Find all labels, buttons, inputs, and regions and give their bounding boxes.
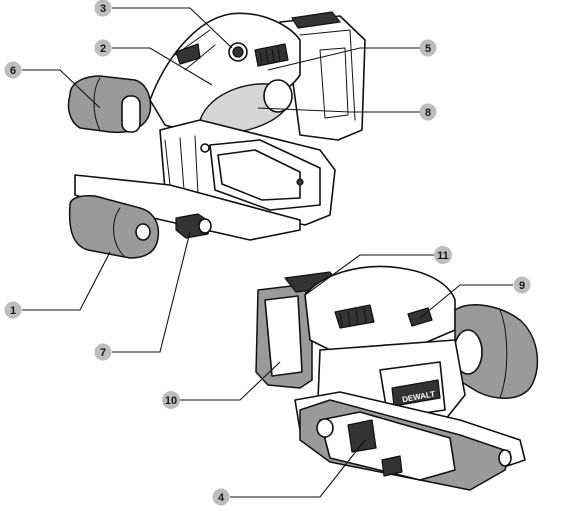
callout-badge-2	[94, 39, 112, 57]
callout-label-9: 9	[519, 280, 525, 292]
belt-sander-rear-view: DEWALT	[255, 265, 539, 491]
callout-badge-6	[4, 61, 22, 79]
callout-label-5: 5	[425, 43, 431, 55]
callout-badge-3	[94, 0, 112, 17]
callout-badge-10	[162, 391, 180, 409]
callout-4: 4	[212, 488, 230, 506]
callout-label-6: 6	[10, 65, 16, 77]
callout-7: 7	[94, 343, 112, 361]
callout-badge-11	[434, 246, 452, 264]
callout-11: 11	[434, 246, 452, 264]
callout-badge-9	[513, 276, 531, 294]
callout-label-7: 7	[100, 347, 106, 359]
callout-badge-7	[94, 343, 112, 361]
callout-2: 2	[94, 39, 112, 57]
callout-6: 6	[4, 61, 22, 79]
leader-lines	[22, 7, 513, 498]
callout-label-8: 8	[425, 107, 431, 119]
callout-label-10: 10	[165, 395, 177, 407]
callout-1: 1	[4, 301, 22, 319]
callout-9: 9	[513, 276, 531, 294]
callout-8: 8	[419, 103, 437, 121]
callout-badge-5	[419, 39, 437, 57]
callout-label-4: 4	[218, 492, 225, 504]
callout-badge-4	[212, 488, 230, 506]
callout-5: 5	[419, 39, 437, 57]
callout-label-2: 2	[100, 43, 106, 55]
callout-label-11: 11	[437, 250, 449, 262]
callout-3: 3	[94, 0, 112, 17]
callout-10: 10	[162, 391, 180, 409]
belt-sander-front-view	[67, 11, 366, 259]
callout-badge-1	[4, 301, 22, 319]
callout-label-3: 3	[100, 3, 106, 15]
callout-badge-8	[419, 103, 437, 121]
callout-label-1: 1	[10, 305, 16, 317]
